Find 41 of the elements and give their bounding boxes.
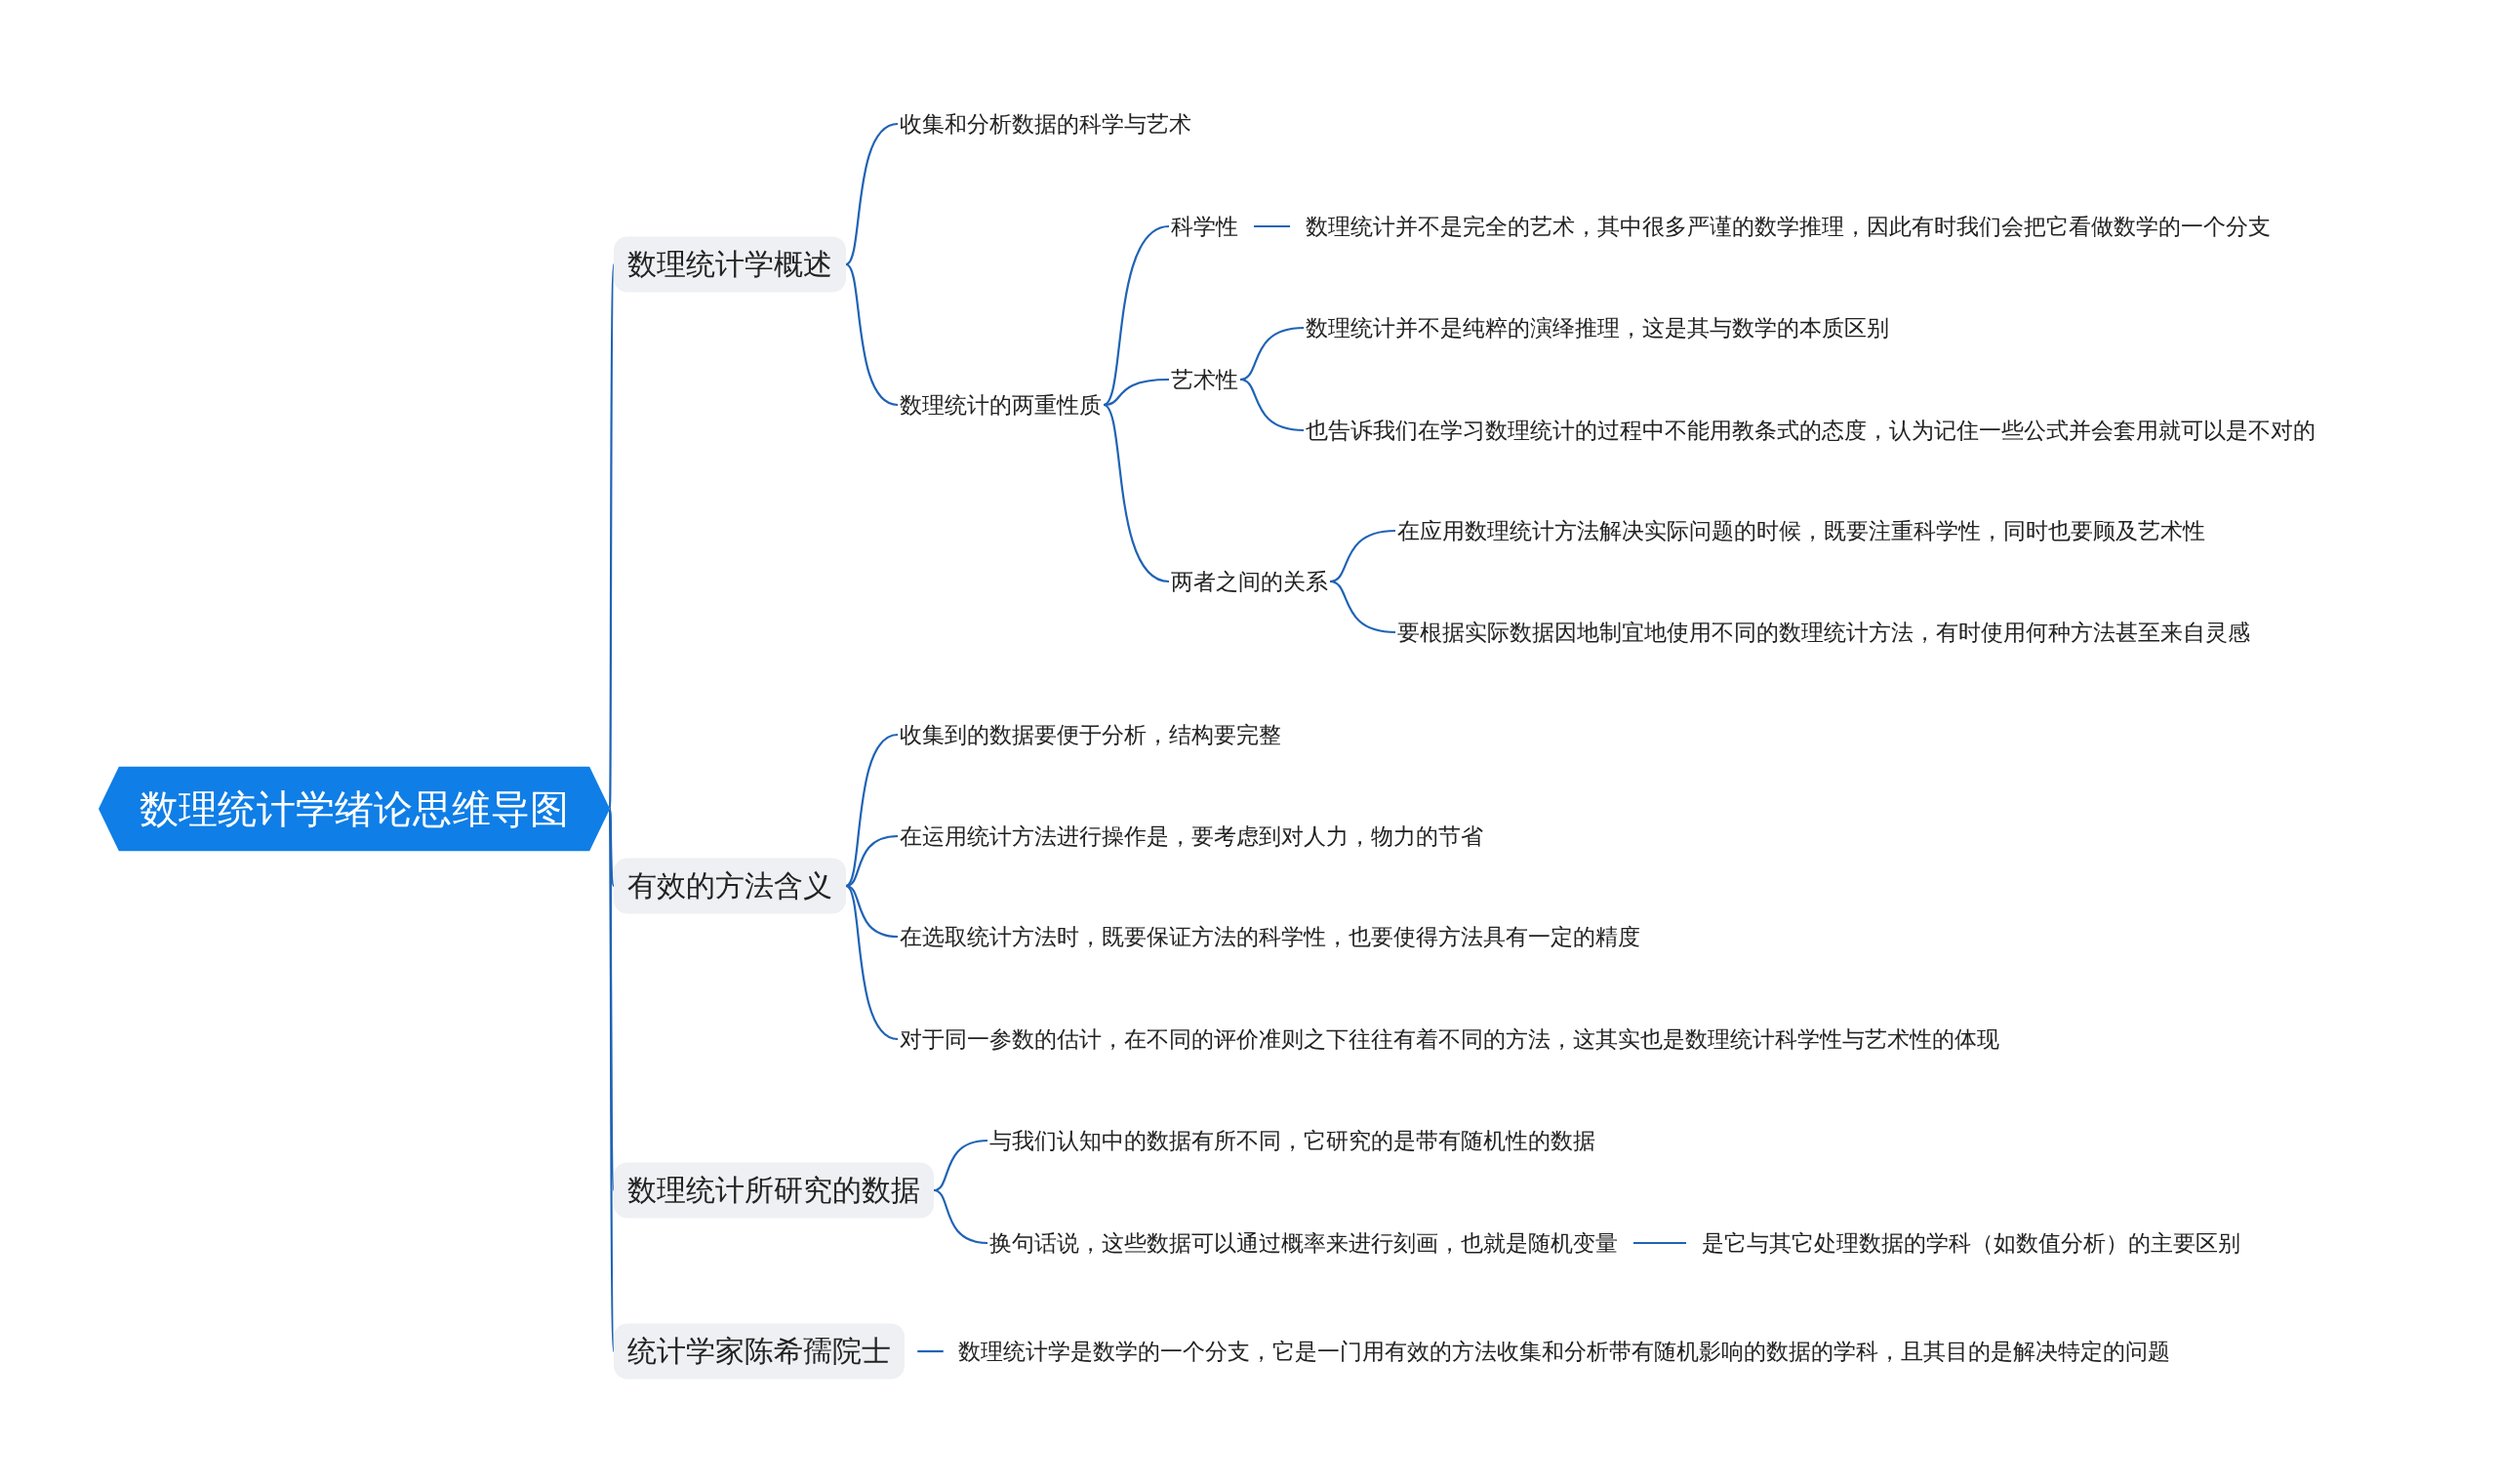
subtopic-text: 艺术性: [1169, 360, 1240, 399]
subtopic-text: 也告诉我们在学习数理统计的过程中不能用教条式的态度，认为记住一些公式并会套用就可以是不对的: [1304, 411, 2317, 450]
connector-line: [845, 884, 899, 939]
connector-line: [608, 808, 616, 887]
connector-line: [845, 885, 899, 1041]
subtopic-text: 要根据实际数据因地制宜地使用不同的数理统计方法，有时使用何种方法甚至来自灵感: [1395, 613, 2252, 652]
main-topic-box: 有效的方法含义: [614, 858, 846, 914]
subtopic-text: 科学性: [1169, 207, 1240, 246]
subtopic-text: 数理统计的两重性质: [898, 385, 1104, 424]
connector-line: [1633, 1241, 1686, 1245]
subtopic-text: 换句话说，这些数据可以通过概率来进行刻画，也就是随机变量: [987, 1223, 1620, 1263]
subtopic-text: 收集和分析数据的科学与艺术: [898, 104, 1193, 143]
connector-line: [933, 1188, 988, 1245]
connector-line: [1239, 378, 1305, 432]
subtopic-text: 数理统计学是数学的一个分支，它是一门用有效的方法收集和分析带有随机影响的数据的学科，且其目的是解决特定的问题: [956, 1332, 2172, 1371]
connector-line: [1103, 404, 1170, 583]
main-topic-box: 数理统计所研究的数据: [614, 1162, 934, 1219]
central-topic: 数理统计学绪论思维导图: [99, 766, 610, 852]
subtopic-text: 数理统计并不是纯粹的演绎推理，这是其与数学的本质区别: [1304, 308, 1891, 347]
connector-line: [845, 122, 899, 265]
connector-line: [608, 808, 616, 1352]
subtopic-text: 是它与其它处理数据的学科（如数值分析）的主要区别: [1700, 1223, 2242, 1263]
subtopic-text: 在选取统计方法时，既要保证方法的科学性，也要使得方法具有一定的精度: [898, 917, 1642, 956]
subtopic-text: 收集到的数据要便于分析，结构要完整: [898, 715, 1283, 754]
connector-line: [1329, 580, 1396, 634]
connector-line: [1103, 224, 1170, 406]
subtopic-text: 与我们认知中的数据有所不同，它研究的是带有随机性的数据: [987, 1121, 1597, 1160]
subtopic-text: 在运用统计方法进行操作是，要考虑到对人力，物力的节省: [898, 817, 1485, 856]
connector-line: [917, 1349, 944, 1353]
main-topic-box: 数理统计学概述: [614, 236, 846, 293]
main-topic-box: 统计学家陈希孺院士: [614, 1323, 905, 1380]
subtopic-text: 在应用数理统计方法解决实际问题的时候，既要注重科学性，同时也要顾及艺术性: [1395, 511, 2207, 550]
connector-line: [1254, 224, 1290, 228]
connector-line: [845, 834, 899, 888]
subtopic-text: 数理统计并不是完全的艺术，其中很多严谨的数学推理，因此有时我们会把它看做数学的一个分支: [1304, 207, 2273, 246]
subtopic-text: 对于同一参数的估计，在不同的评价准则之下往往有着不同的方法，这其实也是数理统计科学性与艺术性的体现: [898, 1020, 2001, 1059]
subtopic-text: 两者之间的关系: [1169, 562, 1330, 601]
connector-line: [933, 1139, 988, 1192]
connector-line: [845, 733, 899, 887]
connector-line: [1103, 378, 1170, 407]
connector-line: [845, 263, 899, 407]
